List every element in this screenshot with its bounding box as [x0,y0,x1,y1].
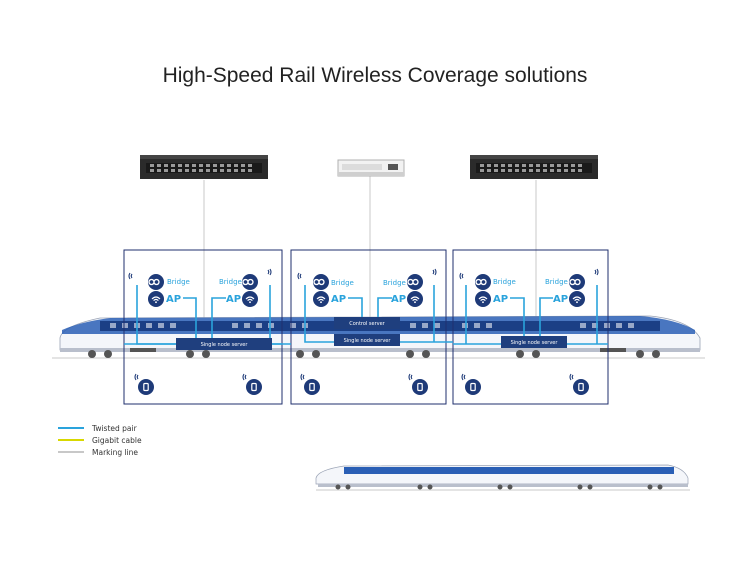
bridge-icon [474,273,492,291]
legend-label: Gigabit cable [92,435,142,445]
signal-icon [267,268,272,276]
ap-label: AP [553,294,568,305]
signal-icon [134,373,139,381]
ap-icon [147,290,165,308]
single-node-server-box-2 [334,334,400,346]
bridge-label: Bridge [493,278,516,286]
single-node-server-box-3 [501,336,567,348]
bridge-label: Bridge [545,278,568,286]
coverage-zone-2 [290,249,447,405]
coverage-zone-1 [123,249,283,405]
rack-switch-right [470,155,598,179]
legend-swatch [58,427,84,429]
signal-icon [242,373,247,381]
control-server-box [334,317,400,329]
ap-label: AP [493,294,508,305]
ap-label: AP [331,294,346,305]
single-node-server-label: Single node server [201,342,249,348]
bridge-icon [147,273,165,291]
signal-icon [128,272,133,280]
small-train [315,464,690,491]
legend-label: Twisted pair [92,423,137,433]
ap-icon [406,290,424,308]
legend-marking-line: Marking line [58,446,138,458]
legend-swatch [58,439,84,441]
single-node-server-label: Single node server [344,338,392,344]
terminal-icon [303,378,321,396]
signal-icon [594,268,599,276]
terminal-icon [137,378,155,396]
legend-twisted-pair: Twisted pair [58,422,137,434]
bridge-icon [312,273,330,291]
signal-icon [432,268,437,276]
rack-server-center [337,159,405,177]
signal-icon [297,272,302,280]
signal-icon [569,373,574,381]
signal-icon [408,373,413,381]
signal-icon [300,373,305,381]
single-node-server-label: Single node server [511,340,559,346]
signal-icon [459,272,464,280]
ap-icon [474,290,492,308]
bridge-label: Bridge [383,279,406,287]
bridge-label: Bridge [331,279,354,287]
signal-icon [461,373,466,381]
ap-icon [312,290,330,308]
legend-swatch [58,451,84,453]
ap-label: AP [391,294,406,305]
bridge-label: Bridge [219,278,242,286]
ap-label: AP [166,294,181,305]
terminal-icon [411,378,429,396]
ap-label: AP [226,294,241,305]
terminal-icon [464,378,482,396]
terminal-icon [245,378,263,396]
legend-label: Marking line [92,447,139,457]
ap-icon [241,290,259,308]
control-server-label: Control server [349,321,385,327]
bridge-icon [241,273,259,291]
single-node-server-box-1 [176,338,272,350]
rack-switch-left [140,155,268,179]
coverage-zone-3 [452,249,609,405]
legend-gigabit-cable: Gigabit cable [58,434,142,446]
bridge-label: Bridge [167,278,190,286]
bridge-icon [568,273,586,291]
terminal-icon [572,378,590,396]
bridge-icon [406,273,424,291]
ap-icon [568,290,586,308]
page-title: High-Speed Rail Wireless Coverage soluti… [162,64,588,87]
